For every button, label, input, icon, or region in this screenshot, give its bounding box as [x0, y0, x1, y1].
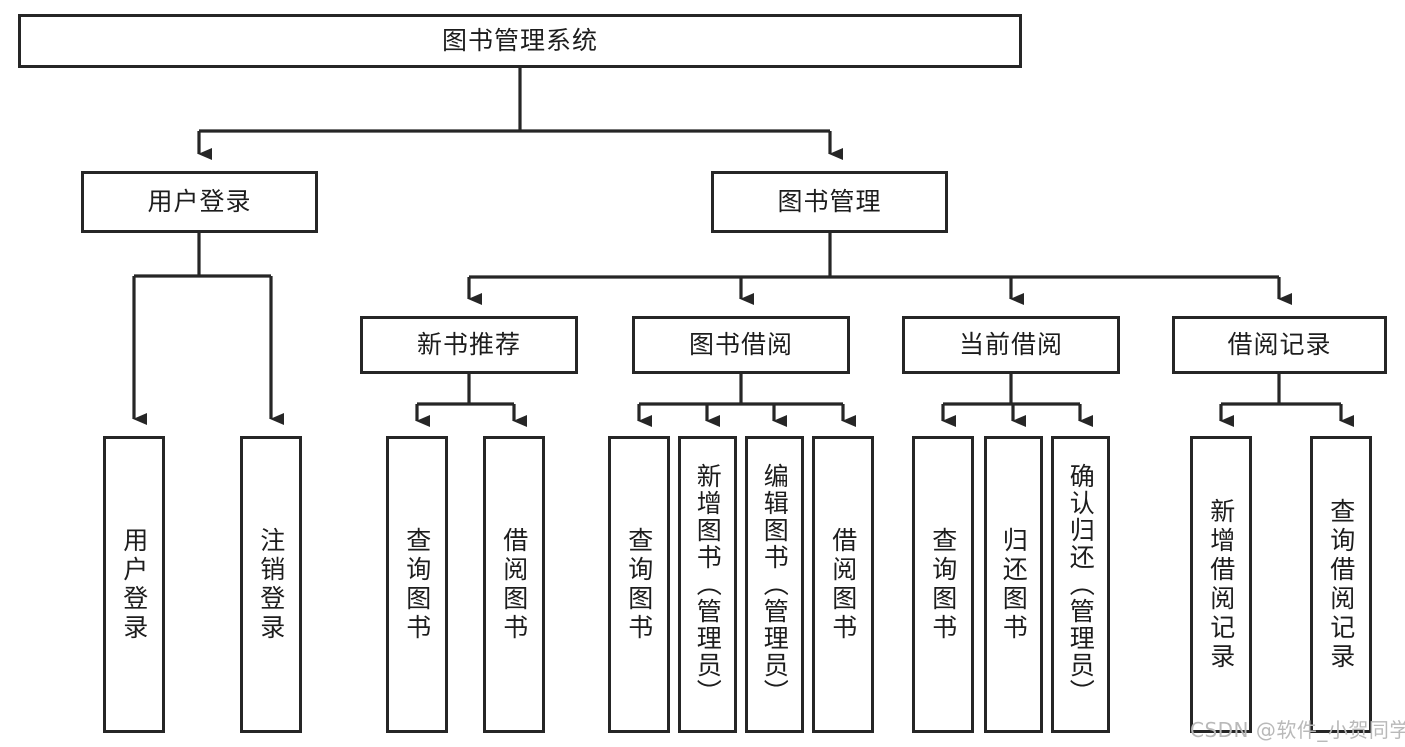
node-new-book-recommend-label: 新书推荐 [416, 330, 521, 360]
node-current-borrow-label: 当前借阅 [958, 330, 1063, 360]
leaf-query-borrow-record[interactable]: 查询借阅记录 [1310, 436, 1372, 733]
node-borrow-record[interactable]: 借阅记录 [1172, 316, 1387, 374]
leaf-user-login[interactable]: 用户登录 [103, 436, 165, 733]
node-current-borrow[interactable]: 当前借阅 [902, 316, 1120, 374]
node-borrow-record-label: 借阅记录 [1227, 330, 1332, 360]
node-new-book-recommend[interactable]: 新书推荐 [360, 316, 578, 374]
leaf-return-book[interactable]: 归还图书 [984, 436, 1043, 733]
leaf-query-book-3[interactable]: 查询图书 [912, 436, 974, 733]
leaf-add-borrow-record[interactable]: 新增借阅记录 [1190, 436, 1252, 733]
node-book-borrow[interactable]: 图书借阅 [632, 316, 850, 374]
node-root-label: 图书管理系统 [441, 26, 598, 56]
node-user-login[interactable]: 用户登录 [81, 171, 318, 233]
leaf-query-book-1[interactable]: 查询图书 [386, 436, 448, 733]
node-book-borrow-label: 图书借阅 [688, 330, 793, 360]
node-book-management-label: 图书管理 [777, 187, 882, 217]
leaf-confirm-return-admin[interactable]: 确认归还（管理员） [1051, 436, 1110, 733]
leaf-borrow-book-2[interactable]: 借阅图书 [812, 436, 874, 733]
node-user-login-label: 用户登录 [147, 187, 252, 217]
leaf-query-book-2[interactable]: 查询图书 [608, 436, 670, 733]
node-root-title[interactable]: 图书管理系统 [18, 14, 1022, 68]
leaf-logout-login[interactable]: 注销登录 [240, 436, 302, 733]
leaf-edit-book-admin[interactable]: 编辑图书（管理员） [745, 436, 804, 733]
leaf-add-book-admin[interactable]: 新增图书（管理员） [678, 436, 737, 733]
csdn-watermark: CSDN @软件_小贺同学 [1190, 718, 1405, 742]
leaf-borrow-book-1[interactable]: 借阅图书 [483, 436, 545, 733]
node-book-management[interactable]: 图书管理 [711, 171, 948, 233]
